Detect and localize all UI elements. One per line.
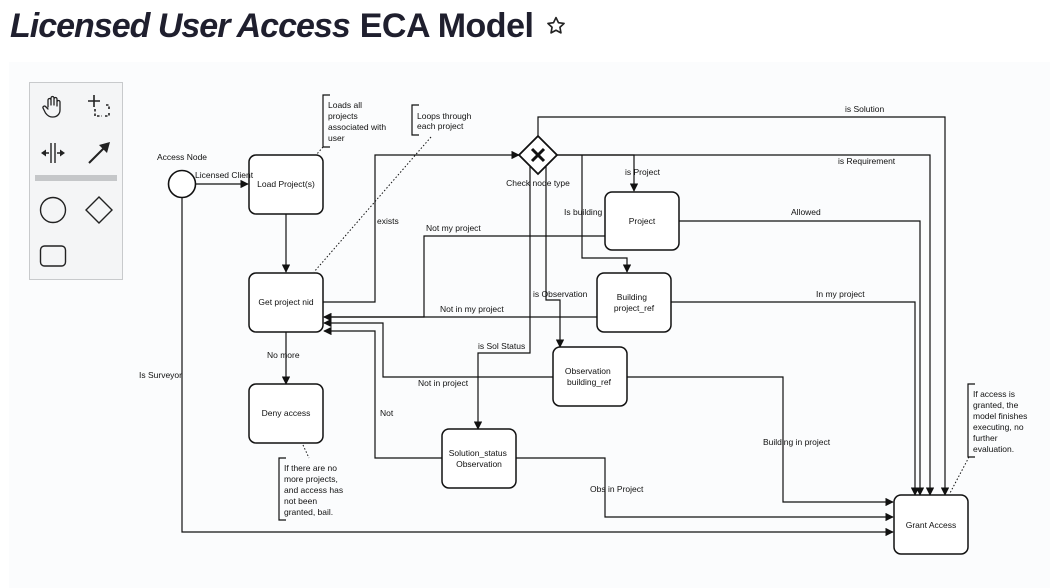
flow-exists[interactable]: [323, 150, 520, 303]
flow-label-no-more: No more: [267, 350, 300, 360]
annotation-bracket-loads: [322, 94, 330, 148]
hand-tool-icon[interactable]: [35, 89, 71, 125]
start-event[interactable]: [167, 169, 197, 199]
task-observation[interactable]: [552, 346, 628, 407]
flow-obs-in-project[interactable]: [516, 457, 894, 522]
flow-is-surveyor[interactable]: [181, 198, 894, 537]
task-building[interactable]: [596, 272, 672, 333]
gateway-label: Check node type: [506, 178, 570, 188]
annotation-bail: If there are no more projects, and acces…: [284, 463, 345, 517]
task-solution-status[interactable]: [441, 428, 517, 489]
task-load-projects[interactable]: [248, 154, 324, 215]
page-title: ECA Model: [359, 6, 534, 45]
flow-not-in-project[interactable]: [323, 318, 553, 378]
flow-label-exists: exists: [377, 216, 399, 226]
start-event-label: Access Node: [157, 152, 207, 162]
task-deny-access[interactable]: [248, 383, 324, 444]
flow-label-obs-in-project: Obs in Project: [590, 484, 644, 494]
annotation-bracket-granted: [967, 383, 975, 458]
flow-label-not-in-project: Not in project: [418, 378, 469, 388]
flow-label-is-sol-status: is Sol Status: [478, 341, 525, 351]
space-tool-icon[interactable]: [35, 135, 71, 171]
task-project-label: Project: [629, 216, 656, 226]
flow-in-my-project[interactable]: [671, 301, 920, 496]
flow-label-not-in-my-project: Not in my project: [440, 304, 504, 314]
task-solution-label: Solution_status Observation: [449, 448, 510, 469]
task-project[interactable]: [604, 191, 680, 251]
flow-label-is-requirement: is Requirement: [838, 156, 896, 166]
flow-not[interactable]: [323, 326, 442, 459]
page-title-italic: Licensed User Access: [10, 6, 351, 45]
association-bail: [302, 444, 310, 459]
task-grant-label: Grant Access: [906, 520, 957, 530]
tool-palette: [29, 82, 123, 280]
task-grant-access[interactable]: [893, 494, 969, 555]
connect-tool-icon[interactable]: [81, 135, 117, 171]
flow-is-requirement[interactable]: [557, 154, 935, 496]
flow-label-building-in-project: Building in project: [763, 437, 831, 447]
gateway-tool-icon[interactable]: [81, 192, 117, 228]
flow-label-licensed-client: Licensed Client: [195, 170, 254, 180]
flow-is-project[interactable]: [557, 154, 639, 192]
association-loads: [315, 146, 324, 156]
flow-label-is-observation: is Observation: [533, 289, 588, 299]
task-deny-label: Deny access: [262, 408, 311, 418]
flow-label-is-surveyor: Is Surveyor: [139, 370, 182, 380]
flow-label-is-project: is Project: [625, 167, 661, 177]
task-building-label: Building project_ref: [614, 292, 655, 313]
task-get-project-nid[interactable]: [248, 272, 324, 333]
flow-is-solution[interactable]: [537, 116, 950, 496]
flow-allowed[interactable]: [679, 220, 925, 496]
flow-label-is-solution: is Solution: [845, 104, 884, 114]
flow-label-in-my-project: In my project: [816, 289, 865, 299]
flow-is-observation[interactable]: [545, 162, 565, 348]
task-observation-label: Observation building_ref: [565, 366, 613, 387]
annotation-granted: If access is granted, the model finishes…: [973, 389, 1030, 454]
task-get-nid-label: Get project nid: [258, 297, 314, 307]
task-tool-icon[interactable]: [35, 238, 71, 274]
annotation-bracket-bail: [278, 457, 286, 521]
annotation-loops: Loops through each project: [417, 111, 474, 131]
flow-is-building[interactable]: [581, 155, 632, 273]
favorite-star-icon[interactable]: [543, 13, 569, 39]
start-event-tool-icon[interactable]: [35, 192, 71, 228]
flow-label-not-my-project: Not my project: [426, 223, 481, 233]
flow-label-not: Not: [380, 408, 394, 418]
flow-is-sol-status[interactable]: [473, 162, 531, 430]
task-load-label: Load Project(s): [257, 179, 315, 189]
association-granted: [949, 456, 970, 494]
annotation-loads: Loads all projects associated with user: [328, 100, 389, 143]
exclusive-gateway[interactable]: [517, 134, 559, 176]
gateway-x-icon: [530, 147, 546, 163]
palette-separator: [35, 175, 117, 181]
flow-label-allowed: Allowed: [791, 207, 821, 217]
annotation-bracket-loops: [411, 104, 419, 136]
lasso-tool-icon[interactable]: [81, 89, 117, 125]
flow-building-in-project[interactable]: [627, 376, 894, 507]
page-header: Licensed User Access ECA Model: [10, 4, 569, 48]
association-loops: [313, 136, 432, 273]
flow-label-is-building: Is building: [564, 207, 603, 217]
